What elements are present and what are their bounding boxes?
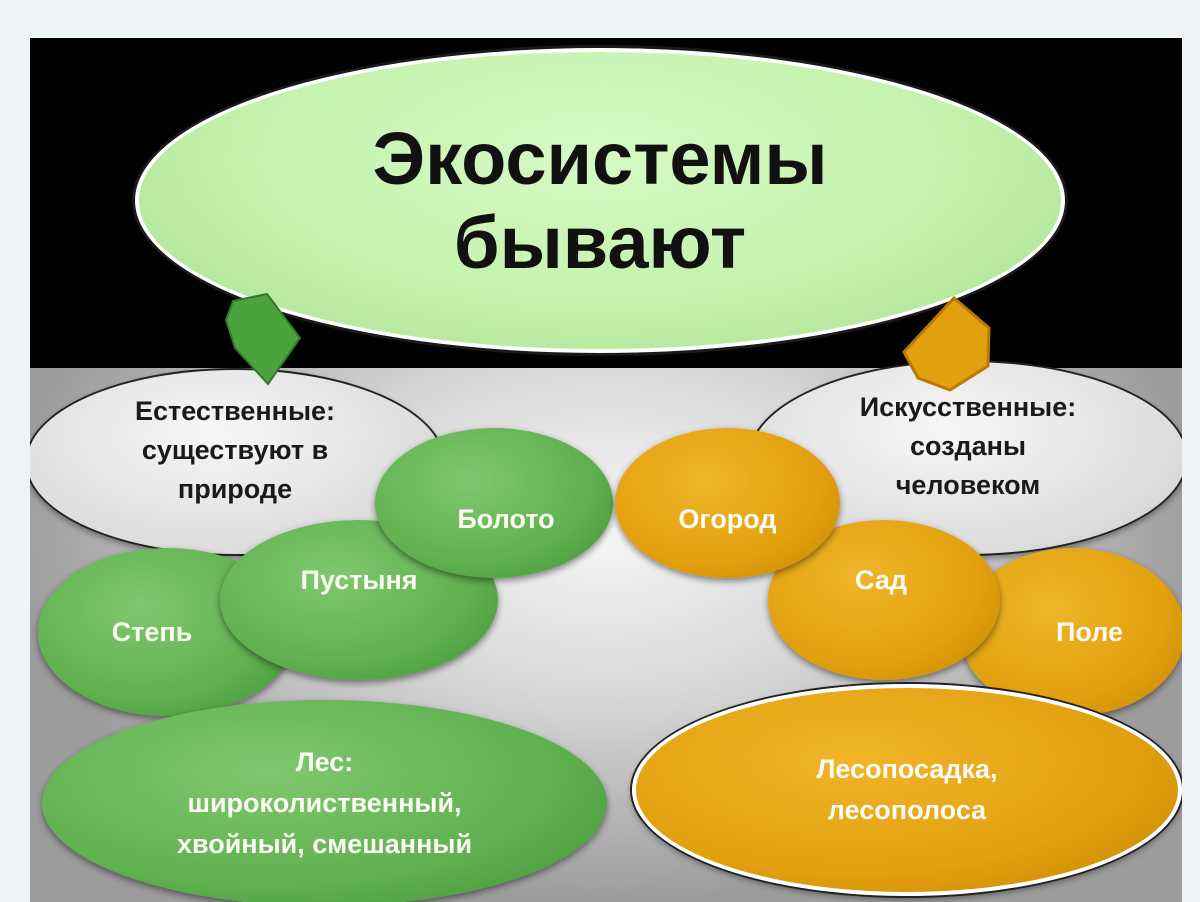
field-oval: Поле (960, 548, 1182, 716)
vegetable-garden-label: Огород (678, 503, 777, 534)
field-label: Поле (1055, 616, 1124, 647)
plantation-label: Лесопосадка, лесополоса (816, 754, 998, 825)
diagram-title: Экосистемы бывают (372, 116, 828, 284)
connector-arrows (224, 292, 991, 392)
garden-label: Сад (855, 564, 907, 595)
forest-label: Лес: широколиственный, хвойный, смешанны… (176, 746, 473, 859)
forest-oval: Лес: широколиственный, хвойный, смешанны… (42, 700, 607, 902)
green-connector-arrow (224, 292, 302, 386)
diagram-slide: Естественные: существуют в природе Искус… (30, 38, 1182, 902)
plantation-oval: Лесопосадка, лесополоса (632, 684, 1182, 896)
steppe-label: Степь (111, 616, 193, 647)
swamp-label: Болото (457, 503, 555, 534)
natural-category-label: Естественные: существуют в природе (134, 395, 336, 504)
artificial-category-label: Искусственные: созданы человеком (859, 391, 1077, 500)
desert-label: Пустыня (300, 564, 418, 595)
title-oval: Экосистемы бывают (135, 48, 1065, 353)
vegetable-garden-oval: Огород (615, 428, 840, 578)
swamp-oval: Болото (375, 428, 613, 578)
orange-connector-arrow (902, 295, 991, 392)
